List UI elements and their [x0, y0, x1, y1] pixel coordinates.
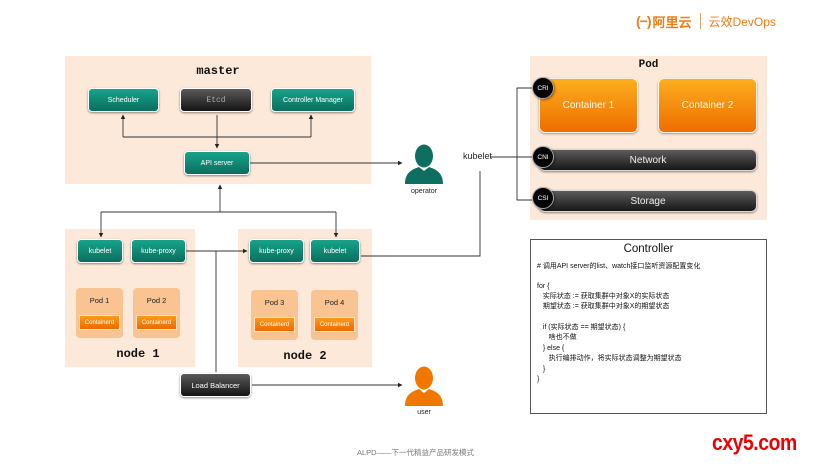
pod-2-label: Pod 2: [146, 296, 167, 305]
cri-badge: CRI: [532, 77, 554, 99]
pod-1-label: Pod 1: [89, 296, 110, 305]
node2-kubelet: kubelet: [310, 239, 360, 263]
aliyun-name: 阿里云: [652, 14, 692, 30]
controller-code-line: 啥也不做: [537, 334, 577, 341]
storage-bar: Storage: [539, 190, 757, 212]
aliyun-logo-icon: (−): [636, 13, 651, 29]
controller-code-line: 执行编排动作，将实际状态调整为期望状态: [537, 355, 682, 362]
controller-code-line: for {: [537, 283, 550, 290]
pod-2-containerd: Containerd: [136, 315, 177, 330]
kubelet-label: kubelet: [463, 151, 493, 161]
load-balancer-box: Load Balancer: [180, 373, 251, 397]
controller-code-line: }: [537, 366, 546, 373]
controller-code-line: # 调用API server的list、watch接口监听资源配置变化: [537, 263, 701, 270]
operator-label: operator: [410, 188, 438, 195]
pod-3-containerd: Containerd: [254, 317, 295, 332]
pod-4: Pod 4 Containerd: [311, 290, 358, 340]
scheduler-box: Scheduler: [88, 88, 159, 112]
cni-badge: CNI: [532, 146, 554, 168]
node1-title: node 1: [116, 347, 160, 361]
controller-code-line: 实际状态 := 获取集群中对象X的实际状态: [537, 293, 670, 300]
etcd-box: Etcd: [180, 88, 252, 112]
footer-caption: ALPD——下一代精益产品研发模式: [356, 448, 475, 457]
controller-code-line: }: [537, 376, 540, 383]
aliyun-devops-logo: (−) 阿里云 云效DevOps: [636, 11, 776, 31]
container-2: Container 2: [658, 78, 757, 133]
devops-product-name: 云效DevOps: [708, 14, 776, 29]
controller-panel: Controller # 调用API server的list、watch接口监听…: [530, 239, 767, 414]
pod-detail-title: Pod: [638, 59, 659, 71]
controller-title: Controller: [623, 243, 674, 255]
user-icon: [403, 366, 445, 406]
pod-3-label: Pod 3: [264, 298, 285, 307]
network-bar: Network: [539, 149, 757, 171]
pod-2: Pod 2 Containerd: [133, 288, 180, 338]
watermark: cxy5.com: [712, 430, 797, 455]
node2-title: node 2: [283, 349, 327, 363]
pod-1-containerd: Containerd: [79, 315, 120, 330]
container-1: Container 1: [539, 78, 638, 133]
csi-badge: CSI: [532, 187, 554, 209]
pod-1: Pod 1 Containerd: [76, 288, 123, 338]
pod-4-containerd: Containerd: [314, 317, 355, 332]
controller-code-line: 期望状态 := 获取集群中对象X的期望状态: [537, 303, 670, 310]
node1-kube-proxy: kube-proxy: [131, 239, 186, 263]
controller-manager-box: Controller Manager: [271, 88, 355, 112]
pod-4-label: Pod 4: [324, 298, 345, 307]
logo-divider: [699, 13, 701, 29]
master-title: master: [196, 64, 240, 78]
pod-3: Pod 3 Containerd: [251, 290, 298, 340]
api-server-box: API server: [184, 151, 250, 175]
operator-icon: [403, 144, 445, 184]
node1-kubelet: kubelet: [77, 239, 123, 263]
controller-code-line: } else {: [537, 345, 565, 352]
controller-code-line: if (实际状态 == 期望状态) {: [537, 324, 626, 331]
user-label: user: [417, 409, 431, 416]
node2-kube-proxy: kube-proxy: [249, 239, 304, 263]
